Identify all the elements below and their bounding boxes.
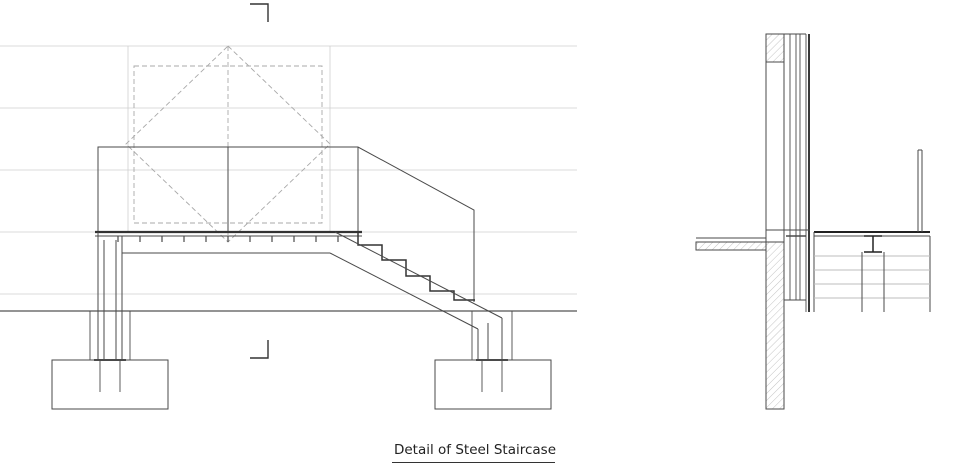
railing bbox=[97, 146, 475, 302]
landing-deck bbox=[95, 230, 362, 254]
caption-underline bbox=[392, 462, 555, 463]
concrete-wall-upper bbox=[765, 33, 785, 63]
right-footing bbox=[434, 359, 552, 410]
wall-section bbox=[695, 33, 931, 410]
stair-steps bbox=[357, 232, 475, 301]
staircase-elevation bbox=[0, 3, 577, 410]
stair-stringer bbox=[329, 231, 503, 360]
steel-i-beam bbox=[864, 235, 882, 253]
concrete-wall-lower bbox=[765, 241, 785, 410]
drawing-caption: Detail of Steel Staircase bbox=[393, 442, 557, 458]
crop-marks bbox=[250, 3, 269, 359]
left-column bbox=[97, 232, 123, 360]
deck-grating bbox=[813, 231, 931, 312]
wall-layers bbox=[784, 33, 810, 312]
floor-slab bbox=[696, 229, 785, 251]
railing-post bbox=[917, 149, 923, 232]
concrete-slab bbox=[695, 241, 767, 251]
anchor-bolts bbox=[89, 311, 513, 392]
left-footing bbox=[51, 359, 169, 410]
grid-lines bbox=[0, 45, 577, 295]
